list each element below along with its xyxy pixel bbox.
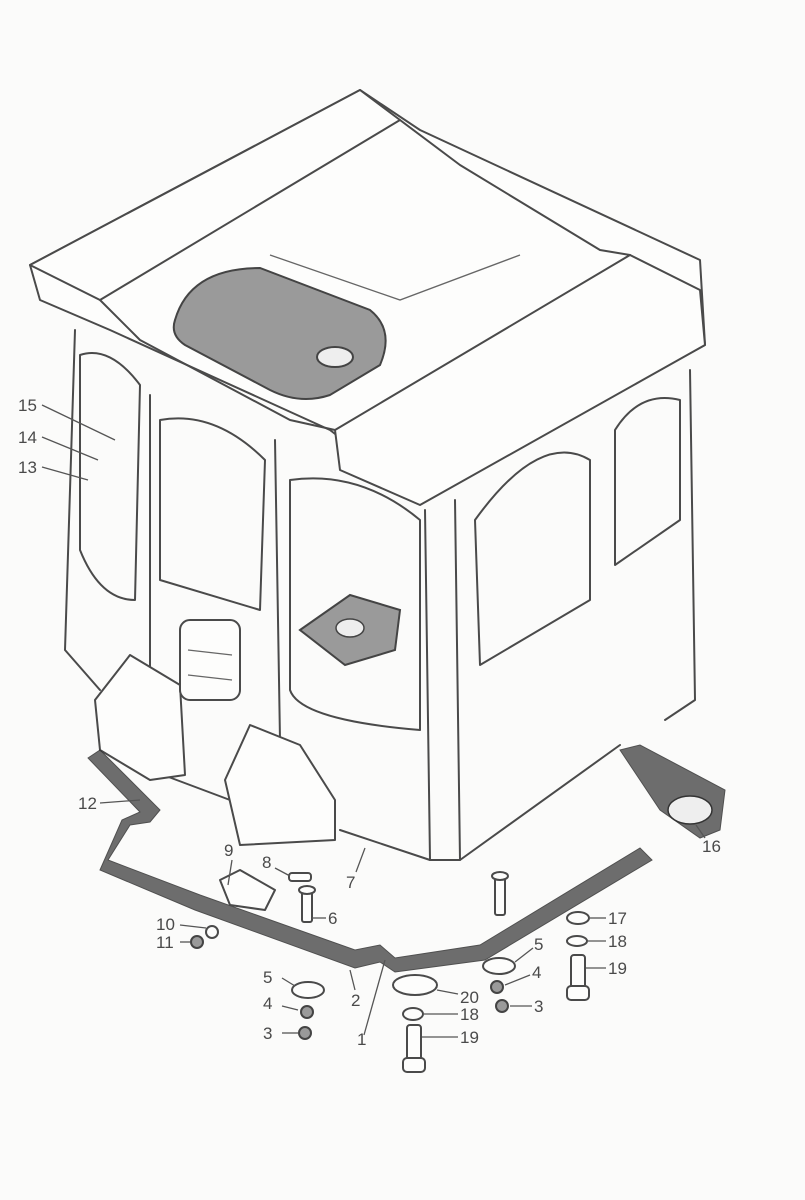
part-label-9: 9	[224, 841, 233, 860]
part-label-19: 19	[608, 959, 627, 978]
leader-lines	[41, 404, 706, 1038]
part-label-12: 12	[78, 794, 97, 813]
part-label-1: 1	[357, 1030, 366, 1049]
part-label-3: 3	[534, 997, 543, 1016]
part-label-20: 20	[460, 988, 479, 1007]
part-label-13: 13	[18, 458, 37, 477]
part-label-17: 17	[608, 909, 627, 928]
seal-frame	[87, 744, 726, 973]
front-left-window	[159, 417, 266, 611]
part-label-8: 8	[262, 853, 271, 872]
left-door-window	[79, 352, 141, 601]
cab-body	[64, 329, 696, 861]
right-door-window	[474, 451, 591, 666]
part-label-10: 10	[156, 915, 175, 934]
part-label-15: 15	[18, 396, 37, 415]
part-label-7: 7	[346, 873, 355, 892]
front-window	[289, 477, 421, 731]
part-label-5: 5	[534, 935, 543, 954]
hardware	[190, 871, 590, 1073]
part-label-3: 3	[263, 1024, 272, 1043]
part-label-14: 14	[18, 428, 37, 447]
part-label-11: 11	[156, 933, 174, 952]
part-label-4: 4	[532, 963, 541, 982]
part-label-6: 6	[328, 909, 337, 928]
part-label-18: 18	[460, 1005, 479, 1024]
part-label-4: 4	[263, 994, 272, 1013]
part-label-5: 5	[263, 968, 272, 987]
rear-window	[614, 397, 681, 566]
cab-roof	[29, 89, 706, 506]
part-label-19: 19	[460, 1028, 479, 1047]
part-label-16: 16	[702, 837, 721, 856]
part-label-18: 18	[608, 932, 627, 951]
part-labels: 15 14 13 12 9 8 7 6 10 11 5 4 3 2 1 20 1…	[18, 396, 721, 1049]
part-label-2: 2	[351, 991, 360, 1010]
